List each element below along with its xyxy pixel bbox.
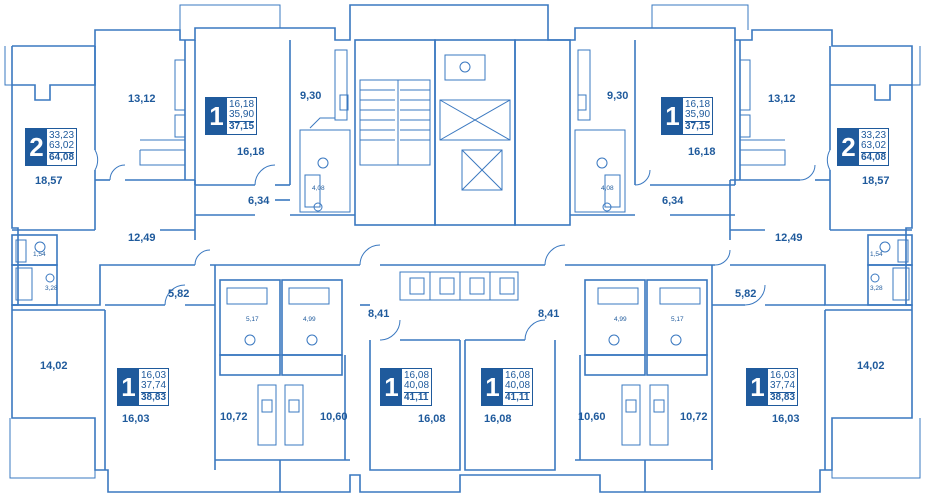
apartment-total-area: 35,90	[229, 109, 255, 121]
room-area-label: 4,99	[303, 316, 316, 323]
apartment-rooms: 1	[381, 369, 402, 405]
room-area-label: 18,57	[862, 175, 890, 187]
room-area-label: 8,41	[538, 308, 560, 320]
room-area-label: 12,49	[128, 232, 156, 244]
room-area-label: 3,28	[45, 285, 58, 292]
room-area-label: 14,02	[857, 360, 885, 372]
room-area-label: 8,41	[368, 308, 390, 320]
apartment-area-with-balcony: 41,11	[404, 391, 430, 403]
room-area-label: 4,08	[312, 185, 325, 192]
room-area-label: 16,08	[484, 413, 512, 425]
room-area-label: 16,03	[122, 413, 150, 425]
apartment-area-with-balcony: 64,08	[49, 151, 75, 163]
room-area-label: 10,72	[220, 411, 248, 423]
apartment-total-area: 40,08	[505, 380, 531, 392]
room-area-label: 16,18	[237, 146, 265, 158]
apartment-rooms: 1	[747, 369, 768, 405]
apartment-total-area: 35,90	[685, 109, 711, 121]
apartment-tag: 1 16,18 35,90 37,15	[661, 97, 714, 135]
room-area-label: 10,60	[578, 411, 606, 423]
room-area-label: 12,49	[775, 232, 803, 244]
apartment-rooms: 1	[482, 369, 503, 405]
room-area-label: 16,18	[688, 146, 716, 158]
room-area-label: 13,12	[768, 93, 796, 105]
apartment-rooms: 2	[26, 129, 47, 165]
room-area-label: 9,30	[607, 90, 629, 102]
apartment-tag: 1 16,03 37,74 38,83	[746, 368, 799, 406]
room-area-label: 14,02	[40, 360, 68, 372]
apartment-area-with-balcony: 38,83	[770, 391, 796, 403]
apartment-tag: 1 16,08 40,08 41,11	[380, 368, 433, 406]
apartment-total-area: 37,74	[770, 380, 796, 392]
apartment-rooms: 1	[206, 98, 227, 134]
room-area-label: 13,12	[128, 93, 156, 105]
apartment-living-area: 16,03	[141, 369, 167, 381]
room-area-label: 3,28	[870, 285, 883, 292]
apartment-area-with-balcony: 41,11	[505, 391, 531, 403]
apartment-rooms: 2	[838, 129, 859, 165]
apartment-tag: 1 16,18 35,90 37,15	[205, 97, 258, 135]
apartment-total-area: 63,02	[861, 140, 887, 152]
apartment-living-area: 16,18	[229, 98, 255, 110]
apartment-total-area: 63,02	[49, 140, 75, 152]
apartment-area-with-balcony: 37,15	[229, 120, 255, 132]
apartment-rooms: 1	[118, 369, 139, 405]
apartment-tag: 2 33,23 63,02 64,08	[837, 128, 890, 166]
apartment-total-area: 37,74	[141, 380, 167, 392]
room-area-label: 18,57	[35, 175, 63, 187]
room-area-label: 5,17	[246, 316, 259, 323]
apartment-tag: 2 33,23 63,02 64,08	[25, 128, 78, 166]
room-area-label: 4,99	[614, 316, 627, 323]
room-area-label: 1,54	[33, 251, 46, 258]
room-area-label: 5,82	[735, 288, 757, 300]
apartment-living-area: 33,23	[861, 129, 887, 141]
apartment-living-area: 33,23	[49, 129, 75, 141]
apartment-living-area: 16,18	[685, 98, 711, 110]
room-area-label: 5,82	[168, 288, 190, 300]
room-area-label: 4,08	[601, 185, 614, 192]
room-area-label: 1,54	[870, 251, 883, 258]
room-area-label: 5,17	[671, 316, 684, 323]
apartment-living-area: 16,08	[404, 369, 430, 381]
room-area-label: 16,08	[418, 413, 446, 425]
room-area-label: 9,30	[300, 90, 322, 102]
apartment-living-area: 16,03	[770, 369, 796, 381]
apartment-total-area: 40,08	[404, 380, 430, 392]
room-area-label: 10,60	[320, 411, 348, 423]
apartment-area-with-balcony: 37,15	[685, 120, 711, 132]
apartment-living-area: 16,08	[505, 369, 531, 381]
room-area-label: 6,34	[662, 195, 684, 207]
room-area-label: 10,72	[680, 411, 708, 423]
apartment-tag: 1 16,03 37,74 38,83	[117, 368, 170, 406]
apartment-rooms: 1	[662, 98, 683, 134]
room-area-label: 16,03	[772, 413, 800, 425]
room-area-label: 6,34	[248, 195, 270, 207]
apartment-area-with-balcony: 64,08	[861, 151, 887, 163]
apartment-area-with-balcony: 38,83	[141, 391, 167, 403]
apartment-tag: 1 16,08 40,08 41,11	[481, 368, 534, 406]
